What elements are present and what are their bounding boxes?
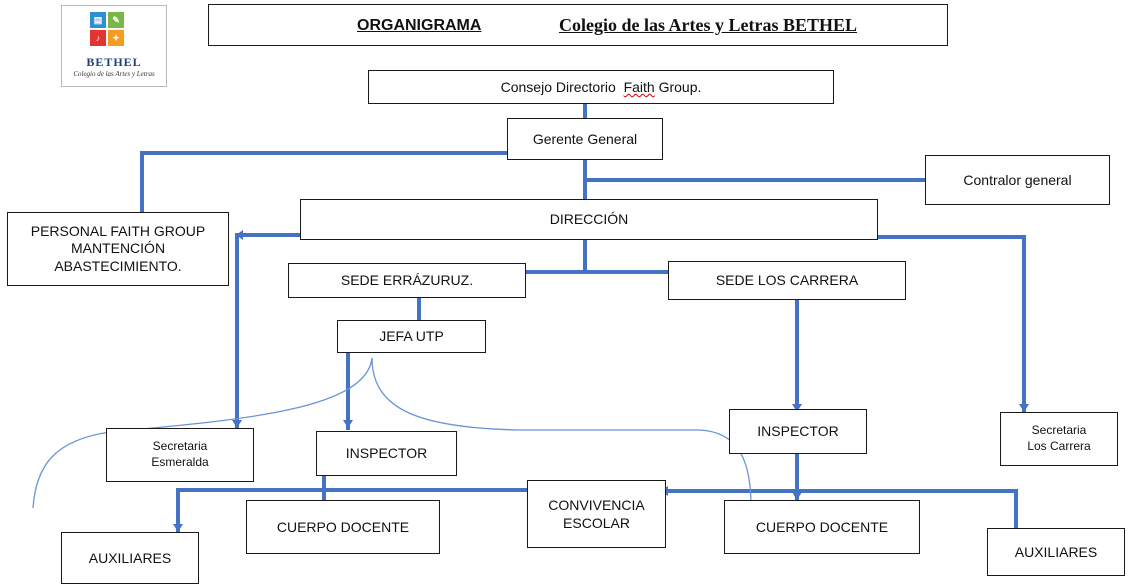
- node-contralor: Contralor general: [925, 155, 1110, 205]
- node-sede-errazuriz-label: SEDE ERRÁZURUZ.: [340, 272, 474, 289]
- node-convivencia-line1: CONVIVENCIA: [548, 496, 645, 513]
- logo-tagline: Colegio de las Artes y Letras: [73, 70, 155, 78]
- title-school: Colegio de las Artes y Letras BETHEL: [559, 15, 857, 35]
- node-auxiliares-left-label: AUXILIARES: [88, 549, 172, 566]
- node-gerente: Gerente General: [507, 118, 663, 160]
- node-personal-line1: PERSONAL FAITH GROUP: [30, 222, 206, 239]
- node-secretaria-carrera: Secretaria Los Carrera: [1000, 412, 1118, 466]
- node-inspector-left-label: INSPECTOR: [345, 445, 428, 462]
- node-cuerpo-docente-right-label: CUERPO DOCENTE: [755, 518, 889, 535]
- title-box: ORGANIGRAMA Colegio de las Artes y Letra…: [208, 4, 948, 46]
- bethel-logo: ▤ ✎ ♪ ✦ BETHEL Colegio de las Artes y Le…: [61, 5, 167, 87]
- title-label: ORGANIGRAMA: [357, 17, 482, 34]
- node-sede-carrera: SEDE LOS CARRERA: [668, 261, 906, 300]
- node-auxiliares-right: AUXILIARES: [987, 528, 1125, 576]
- logo-book-icon: ▤: [90, 12, 106, 28]
- node-jefa-utp: JEFA UTP: [337, 320, 486, 353]
- node-auxiliares-left: AUXILIARES: [61, 532, 199, 584]
- node-consejo-prefix: Consejo Directorio: [500, 78, 616, 95]
- node-secretaria-carrera-line1: Secretaria: [1031, 423, 1087, 438]
- logo-word: BETHEL: [86, 55, 142, 69]
- node-inspector-right-label: INSPECTOR: [757, 423, 839, 440]
- node-secretaria-esmeralda: Secretaria Esmeralda: [106, 428, 254, 482]
- node-convivencia: CONVIVENCIA ESCOLAR: [527, 480, 666, 548]
- node-secretaria-carrera-line2: Los Carrera: [1027, 439, 1091, 453]
- node-convivencia-line2: ESCOLAR: [563, 515, 630, 531]
- node-inspector-left: INSPECTOR: [316, 431, 457, 476]
- node-direccion: DIRECCIÓN: [300, 199, 878, 240]
- node-gerente-label: Gerente General: [532, 130, 638, 147]
- node-consejo: Consejo Directorio Faith Group.: [368, 70, 834, 104]
- logo-art-icon: ✎: [108, 12, 124, 28]
- node-personal: PERSONAL FAITH GROUP MANTENCIÓN ABASTECI…: [7, 212, 229, 286]
- node-cuerpo-docente-left-label: CUERPO DOCENTE: [276, 518, 410, 535]
- node-sede-errazuriz: SEDE ERRÁZURUZ.: [288, 263, 526, 298]
- node-secretaria-esmeralda-line1: Secretaria: [152, 439, 208, 454]
- node-direccion-label: DIRECCIÓN: [549, 211, 629, 228]
- node-contralor-label: Contralor general: [963, 171, 1072, 188]
- node-auxiliares-right-label: AUXILIARES: [1014, 543, 1098, 560]
- node-consejo-name: Faith: [623, 78, 655, 95]
- node-consejo-suffix: Group.: [658, 78, 702, 95]
- node-personal-line3: ABASTECIMIENTO.: [54, 257, 182, 274]
- logo-music-icon: ♪: [90, 30, 106, 46]
- node-personal-line2: MANTENCIÓN: [70, 240, 166, 257]
- node-jefa-utp-label: JEFA UTP: [379, 328, 444, 345]
- node-cuerpo-docente-left: CUERPO DOCENTE: [246, 500, 440, 554]
- node-sede-carrera-label: SEDE LOS CARRERA: [715, 272, 859, 289]
- node-inspector-right: INSPECTOR: [729, 409, 867, 454]
- logo-science-icon: ✦: [108, 30, 124, 46]
- node-cuerpo-docente-right: CUERPO DOCENTE: [724, 500, 920, 554]
- curve-utp-right: [371, 357, 752, 503]
- node-secretaria-esmeralda-line2: Esmeralda: [151, 455, 209, 469]
